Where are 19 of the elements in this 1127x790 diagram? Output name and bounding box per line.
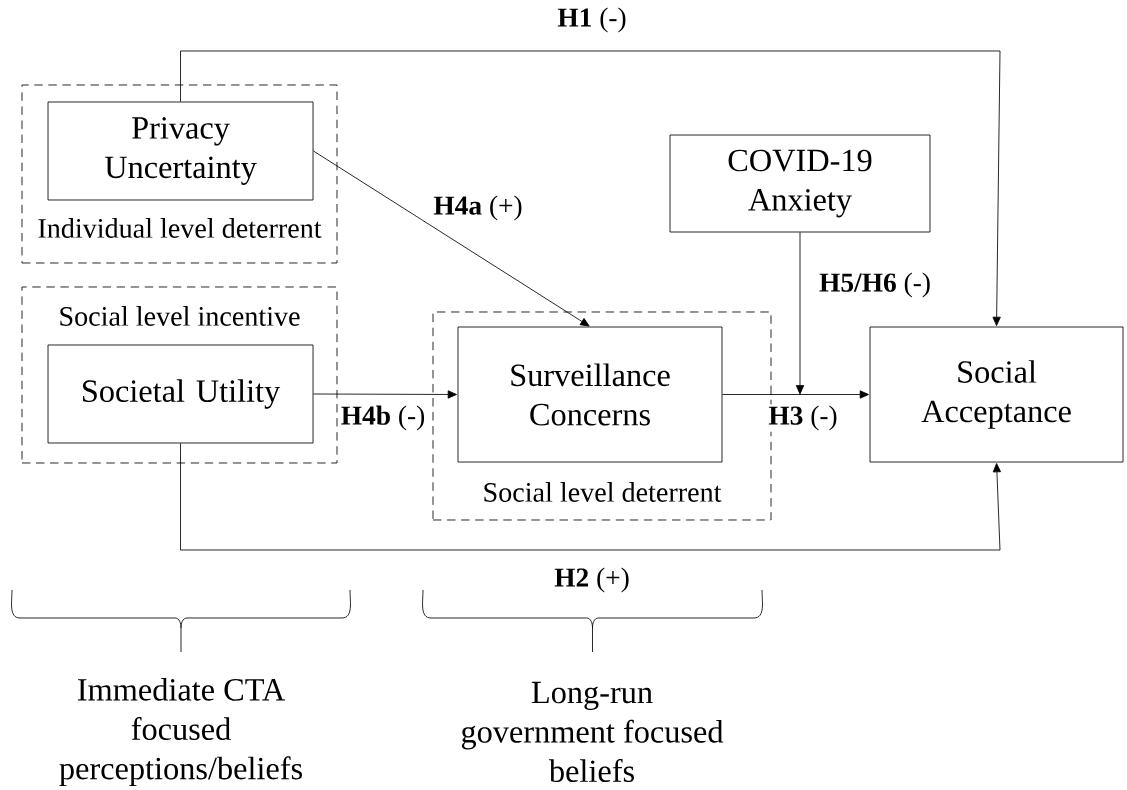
concept-box: Societal Utility [47,344,314,444]
edge-label: H1 (-) [555,6,629,34]
arrow [313,150,590,327]
edge-label: H4b (-) [339,404,427,432]
arrow [313,390,457,399]
group-caption: Long-run government focused beliefs [461,681,724,783]
edge-label: H2 (+) [552,566,632,594]
edge-label: H3 (-) [766,404,840,432]
edge-label: H4a (+) [431,194,525,222]
arrow [795,232,805,395]
concept-box: COVID-19 Anxiety [669,134,931,233]
group-caption: Immediate CTA focused perceptions/beliefs [59,677,302,786]
arrow [180,443,1001,551]
arrow [722,390,869,399]
edge-label: H5/H6 (-) [817,271,933,299]
arrow [180,50,1001,326]
concept-box: Social Acceptance [869,326,1124,463]
concept-box: Privacy Uncertainty [47,101,314,201]
concept-box: Surveillance Concerns [457,326,723,463]
